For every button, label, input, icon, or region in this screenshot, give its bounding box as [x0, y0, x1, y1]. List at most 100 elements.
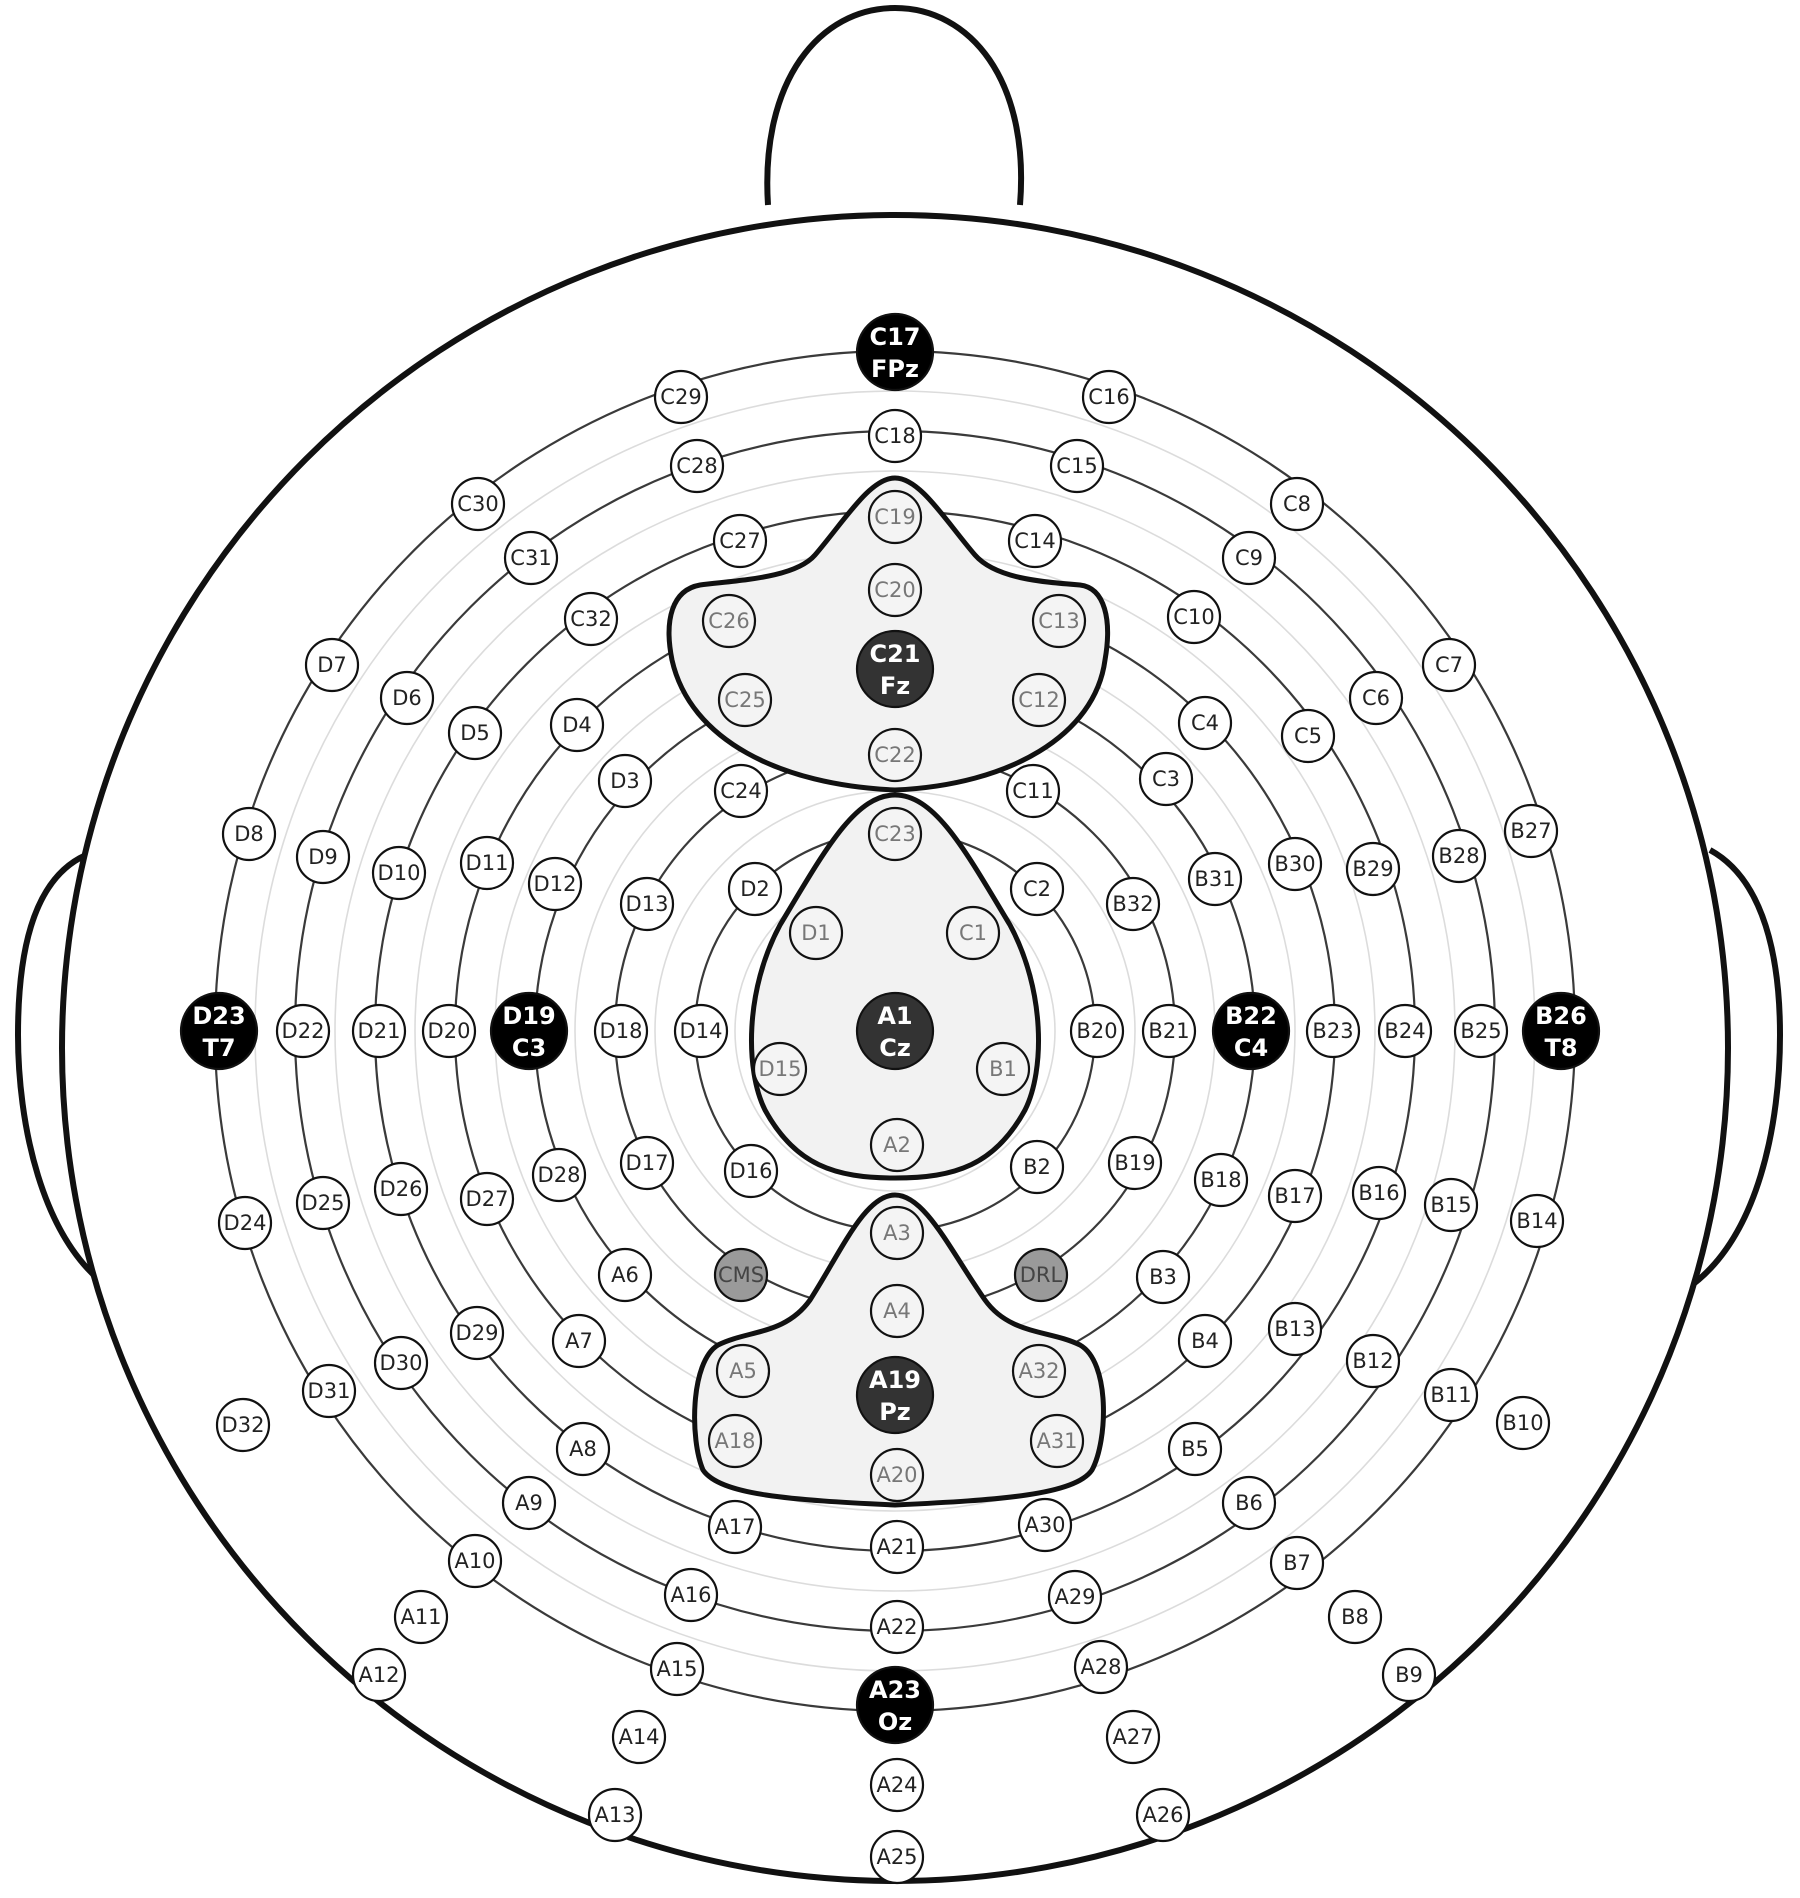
electrode-marker — [1013, 1247, 1069, 1303]
electrode-marker — [707, 1413, 763, 1469]
electrode-marker — [869, 1599, 925, 1655]
electrode-marker — [295, 1175, 351, 1231]
electrode-a3: A3 — [869, 1205, 925, 1261]
electrode-marker — [1105, 1709, 1161, 1765]
electrode-marker — [551, 1313, 607, 1369]
electrode-c15: C15 — [1049, 438, 1105, 494]
electrode-10-20-label: T8 — [1544, 1034, 1577, 1062]
electrode-label: D10 — [378, 861, 421, 885]
electrode-c3: C3 — [1138, 751, 1194, 807]
parietal-roi-region — [692, 1192, 1106, 1508]
electrode-c1: C1 — [945, 905, 1001, 961]
electrode-c7: C7 — [1421, 637, 1477, 693]
electrode-label: C2 — [1023, 877, 1051, 901]
electrode-label: C24 — [720, 779, 761, 803]
electrode-c18: C18 — [867, 408, 923, 464]
electrode-marker — [1009, 1139, 1065, 1195]
electrode-marker — [663, 1567, 719, 1623]
electrode-a25: A25 — [869, 1829, 925, 1885]
electrode-marker — [1009, 861, 1065, 917]
electrode-marker — [1135, 1249, 1191, 1305]
electrode-b14: B14 — [1509, 1193, 1565, 1249]
electrode-marker — [867, 806, 923, 862]
electrode-label: A14 — [618, 1725, 659, 1749]
electrode-marker — [1221, 530, 1277, 586]
electrode-label: DRL — [1020, 1263, 1063, 1287]
electrode-c31: C31 — [503, 530, 559, 586]
electrode-b28: B28 — [1431, 828, 1487, 884]
electrode-d28: D28 — [531, 1147, 587, 1203]
electrode-label: D26 — [380, 1177, 423, 1201]
electrode-marker — [1269, 1535, 1325, 1591]
electrode-c32: C32 — [563, 591, 619, 647]
electrode-label: B27 — [1510, 819, 1551, 843]
electrode-b8: B8 — [1327, 1589, 1383, 1645]
electrode-marker — [459, 1171, 515, 1227]
electrode-b21: B21 — [1141, 1003, 1197, 1059]
electrode-marker — [587, 1787, 643, 1843]
electrode-marker — [371, 845, 427, 901]
electrode-marker — [649, 1641, 705, 1697]
electrode-a15: A15 — [649, 1641, 705, 1697]
electrode-marker — [1305, 1003, 1361, 1059]
electrode-label: C21 — [869, 640, 920, 668]
electrode-label: C13 — [1038, 609, 1079, 633]
electrode-marker — [597, 1247, 653, 1303]
electrode-marker — [593, 1003, 649, 1059]
electrode-a11: A11 — [393, 1589, 449, 1645]
electrode-label: D29 — [456, 1321, 499, 1345]
electrode-marker — [975, 1041, 1031, 1097]
electrode-label: D18 — [600, 1019, 643, 1043]
electrode-label: D25 — [302, 1191, 345, 1215]
electrode-marker — [295, 829, 351, 885]
electrode-label: D9 — [308, 845, 338, 869]
electrode-c25: C25 — [717, 672, 773, 728]
electrode-marker — [179, 991, 259, 1071]
electrode-marker — [449, 1305, 505, 1361]
electrode-label: C11 — [1012, 779, 1053, 803]
electrode-marker — [1431, 828, 1487, 884]
electrode-marker — [555, 1421, 611, 1477]
electrode-marker — [707, 1499, 763, 1555]
electrode-b29: B29 — [1345, 841, 1401, 897]
electrode-label: B23 — [1312, 1019, 1353, 1043]
electrode-label: A31 — [1036, 1429, 1077, 1453]
electrode-label: A22 — [876, 1615, 917, 1639]
electrode-c26: C26 — [701, 593, 757, 649]
electrode-c12: C12 — [1011, 672, 1067, 728]
electrode-label: A18 — [714, 1429, 755, 1453]
electrode-d5: D5 — [447, 705, 503, 761]
electrode-c4: C4 — [1177, 695, 1233, 751]
electrode-marker — [501, 1475, 557, 1531]
electrode-marker — [393, 1589, 449, 1645]
electrode-marker — [531, 1147, 587, 1203]
electrode-label: D1 — [801, 921, 831, 945]
electrode-label: B19 — [1114, 1151, 1155, 1175]
electrode-b12: B12 — [1345, 1333, 1401, 1389]
electrode-marker — [275, 1003, 331, 1059]
electrode-label: B15 — [1430, 1193, 1471, 1217]
electrode-d1: D1 — [788, 905, 844, 961]
electrode-marker — [1453, 1003, 1509, 1059]
electrode-marker — [713, 1247, 769, 1303]
electrode-10-20-label: C4 — [1234, 1034, 1268, 1062]
electrode-c6: C6 — [1348, 670, 1404, 726]
electrode-d12: D12 — [527, 856, 583, 912]
electrode-10-20-label: Oz — [878, 1708, 912, 1736]
electrode-label: C1 — [959, 921, 987, 945]
electrode-d25: D25 — [295, 1175, 351, 1231]
electrode-label: D5 — [460, 721, 490, 745]
electrode-marker — [1177, 1313, 1233, 1369]
electrode-d27: D27 — [459, 1171, 515, 1227]
electrode-d4: D4 — [549, 697, 605, 753]
electrode-label: C22 — [874, 743, 915, 767]
electrode-label: B14 — [1516, 1209, 1557, 1233]
electrode-label: D4 — [562, 713, 592, 737]
electrode-label: A21 — [876, 1535, 917, 1559]
electrode-marker — [855, 991, 935, 1071]
electrode-marker — [351, 1647, 407, 1703]
electrode-label: A19 — [869, 1366, 921, 1394]
electrode-a7: A7 — [551, 1313, 607, 1369]
electrode-d20: D20 — [421, 1003, 477, 1059]
